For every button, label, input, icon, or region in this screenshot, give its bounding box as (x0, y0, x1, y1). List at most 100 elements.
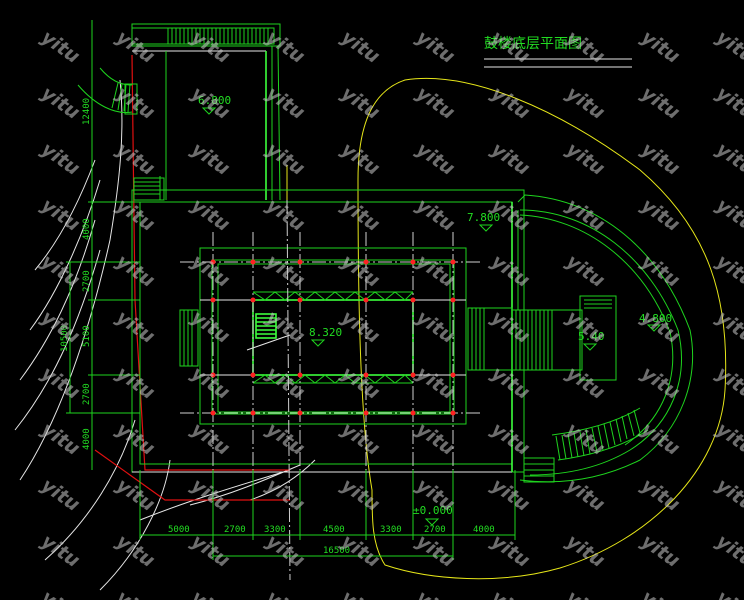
watermark-text: yitu (262, 82, 309, 124)
watermark-text: yitu (112, 26, 159, 68)
watermark-text: yitu (412, 82, 459, 124)
watermark-text: yitu (637, 530, 684, 572)
watermark-text: yitu (187, 362, 234, 404)
dim-bottom-6: 2700 (424, 525, 446, 535)
watermark-text: yitu (562, 82, 609, 124)
internal-stair (255, 313, 277, 339)
watermark-text: yitu (412, 586, 459, 600)
watermark-text: yitu (487, 586, 534, 600)
watermark-text: yitu (187, 474, 234, 516)
elevation-upper-room: 6.800 (198, 94, 231, 107)
west-steps (179, 309, 199, 367)
dim-left-total: 10500 (60, 325, 70, 352)
watermark-text: yitu (412, 530, 459, 572)
watermark-text: yitu (112, 586, 159, 600)
watermark-text: yitu (187, 530, 234, 572)
elevation-platform: 7.800 (467, 211, 500, 224)
watermark-text: yitu (562, 250, 609, 292)
watermark-text: yitu (187, 194, 234, 236)
watermark-text: yitu (412, 26, 459, 68)
watermark-text: yitu (637, 418, 684, 460)
watermark-text: yitu (337, 362, 384, 404)
watermark-text: yitu (337, 194, 384, 236)
watermark-text: yitu (562, 138, 609, 180)
watermark-text: yitu (37, 362, 84, 404)
watermark-text: yitu (112, 362, 159, 404)
watermark-text: yitu (712, 306, 744, 348)
left-dimension-lines (66, 20, 140, 470)
bottom-dimension-lines (139, 470, 516, 560)
watermark-text: yitu (262, 306, 309, 348)
watermark-text: yitu (487, 530, 534, 572)
watermark-text: yitu (487, 250, 534, 292)
watermark-text: yitu (337, 586, 384, 600)
stair-break-line (246, 334, 291, 351)
watermark-text: yitu (37, 82, 84, 124)
watermark-text: yitu (337, 82, 384, 124)
watermark-text: yitu (112, 418, 159, 460)
watermark-text: yitu (637, 362, 684, 404)
watermark-text: yitu (187, 26, 234, 68)
watermark-text: yitu (637, 194, 684, 236)
site-boundary-curve (357, 77, 727, 580)
watermark-text: yitu (262, 250, 309, 292)
watermark-text: yitu (637, 250, 684, 292)
watermark-text: yitu (262, 586, 309, 600)
watermark-text: yitu (187, 138, 234, 180)
watermark-text: yitu (187, 250, 234, 292)
watermark-text: yitu (112, 250, 159, 292)
watermark-text: yitu (562, 194, 609, 236)
watermark-text: yitu (187, 586, 234, 600)
watermark-text: yitu (337, 474, 384, 516)
watermark-text: yitu (562, 530, 609, 572)
watermark-layer: yitu yitu yitu yitu yitu yitu yitu yitu yitu yitu… (37, 26, 744, 600)
watermark-text: yitu (37, 418, 84, 460)
watermark-text: yitu (712, 586, 744, 600)
watermark-text: yitu (112, 474, 159, 516)
watermark-text: yitu (37, 530, 84, 572)
watermark-text: yitu (562, 26, 609, 68)
watermark-text: yitu (487, 194, 534, 236)
watermark-text: yitu (337, 26, 384, 68)
left-entry-stair (133, 176, 165, 201)
elevation-symbols (201, 107, 662, 526)
dim-left-6: 4000 (82, 428, 92, 450)
watermark-text: yitu (712, 250, 744, 292)
watermark-text: yitu (712, 530, 744, 572)
watermark-text: yitu (712, 138, 744, 180)
watermark-text: yitu (487, 138, 534, 180)
elevation-stair-landing: 5.40 (578, 330, 605, 343)
watermark-text: yitu (412, 306, 459, 348)
watermark-text: yitu (337, 250, 384, 292)
watermark-text: yitu (262, 194, 309, 236)
watermark-text: yitu (412, 138, 459, 180)
watermark-text: yitu (712, 418, 744, 460)
elevation-ground: ±0.000 (413, 504, 453, 517)
watermark-text: yitu (562, 586, 609, 600)
dim-bottom-3: 3300 (264, 525, 286, 535)
watermark-text: yitu (337, 530, 384, 572)
left-dimension-labels: 12400 4000 2700 5100 2700 4000 10500 (60, 98, 92, 450)
watermark-text: yitu (487, 26, 534, 68)
watermark-text: yitu (37, 138, 84, 180)
dim-left-5: 2700 (82, 383, 92, 405)
drawing-title: 鼓楼底层平面图 (484, 36, 582, 52)
watermark-text: yitu (37, 474, 84, 516)
watermark-text: yitu (562, 362, 609, 404)
dim-bottom-1: 5000 (168, 525, 190, 535)
watermark-text: yitu (112, 530, 159, 572)
watermark-text: yitu (262, 138, 309, 180)
curved-stair-southeast (523, 407, 649, 483)
watermark-text: yitu (487, 418, 534, 460)
watermark-text: yitu (487, 306, 534, 348)
east-terrace (511, 194, 694, 483)
dim-bottom-7: 4000 (473, 525, 495, 535)
left-curved-stair (77, 67, 138, 115)
watermark-text: yitu (187, 306, 234, 348)
axis-lines (180, 199, 480, 581)
dim-bottom-5: 3300 (380, 525, 402, 535)
watermark-text: yitu (262, 362, 309, 404)
elevation-main-hall: 8.320 (309, 326, 342, 339)
